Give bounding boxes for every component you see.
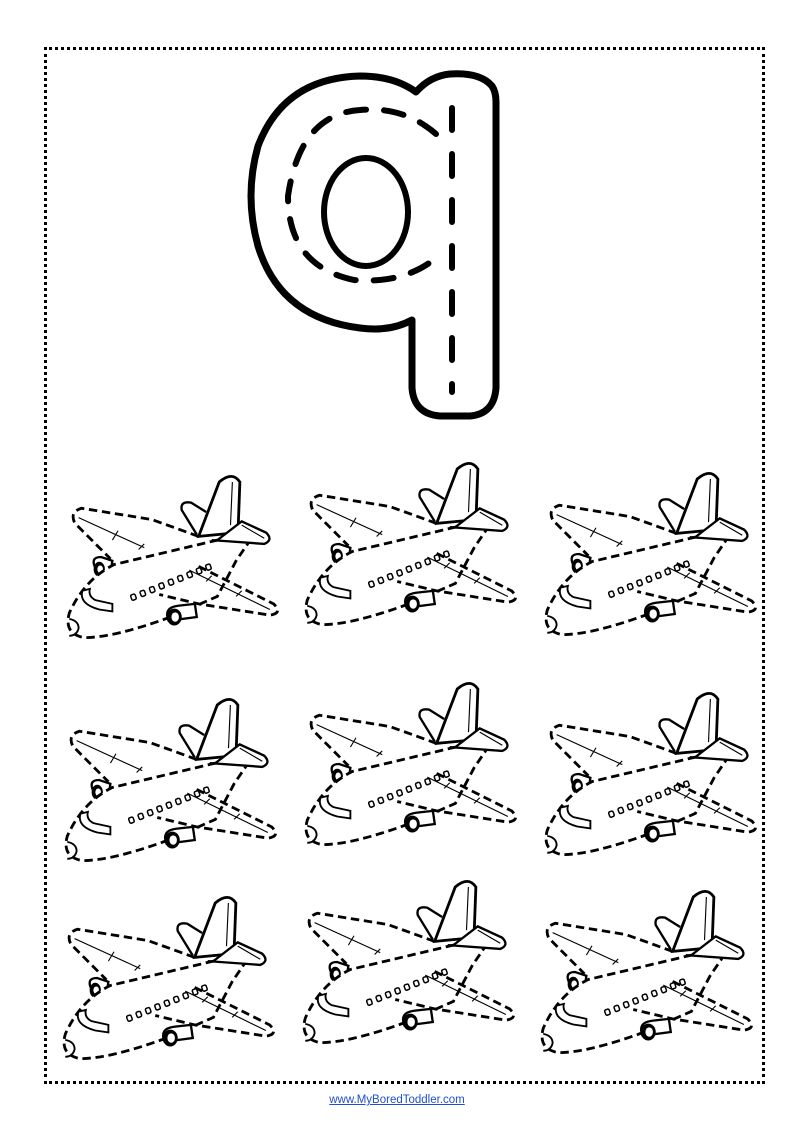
airplane-tracing-icon [296,669,521,859]
airplane-tracing-icon [536,459,761,649]
dotted-page-border [44,47,765,1084]
airplane-tracing-icon [56,685,281,875]
airplane-tracing-icon [294,867,519,1057]
letter-q-tracing-outline [247,70,500,420]
airplane-tracing-icon [532,877,757,1067]
website-link[interactable]: www.MyBoredToddler.com [329,1094,465,1106]
footer: www.MyBoredToddler.com [0,1094,794,1106]
airplane-tracing-icon [58,462,283,652]
airplane-tracing-icon [296,449,521,639]
airplane-tracing-icon [54,883,279,1073]
airplane-tracing-icon [536,679,761,869]
